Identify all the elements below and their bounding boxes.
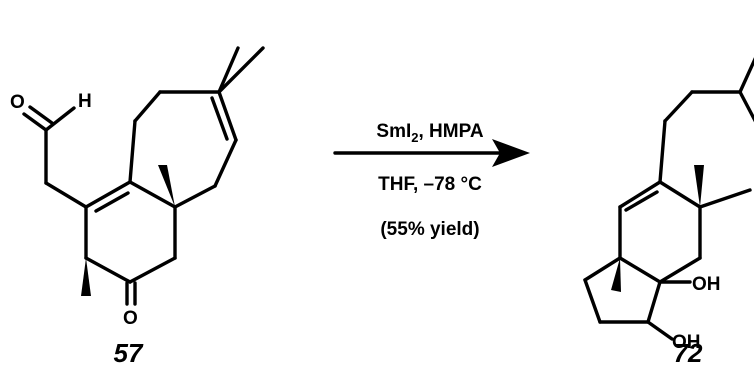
reagent-additive: , HMPA: [419, 121, 484, 142]
reaction-arrow: [333, 139, 530, 167]
product-hydroxyl-upper: OH: [692, 274, 721, 295]
product-structure: [583, 57, 754, 341]
product-label: 72: [674, 338, 703, 368]
product-hydroxyl-lower: OH: [672, 332, 701, 353]
aldehyde-oxygen-label: O: [10, 92, 25, 113]
reagent-label: SmI2, HMPA: [376, 121, 483, 145]
starting-material-structure: O H O: [10, 46, 265, 329]
reagent-name: SmI: [376, 121, 411, 142]
yield-label: (55% yield): [380, 219, 479, 240]
reagent-subscript: 2: [411, 130, 418, 145]
ketone-oxygen-label: O: [123, 308, 138, 329]
starting-material-label: 57: [114, 338, 144, 368]
aldehyde-hydrogen-label: H: [78, 91, 92, 112]
solvent-temperature-label: THF, –78 °C: [378, 174, 482, 195]
